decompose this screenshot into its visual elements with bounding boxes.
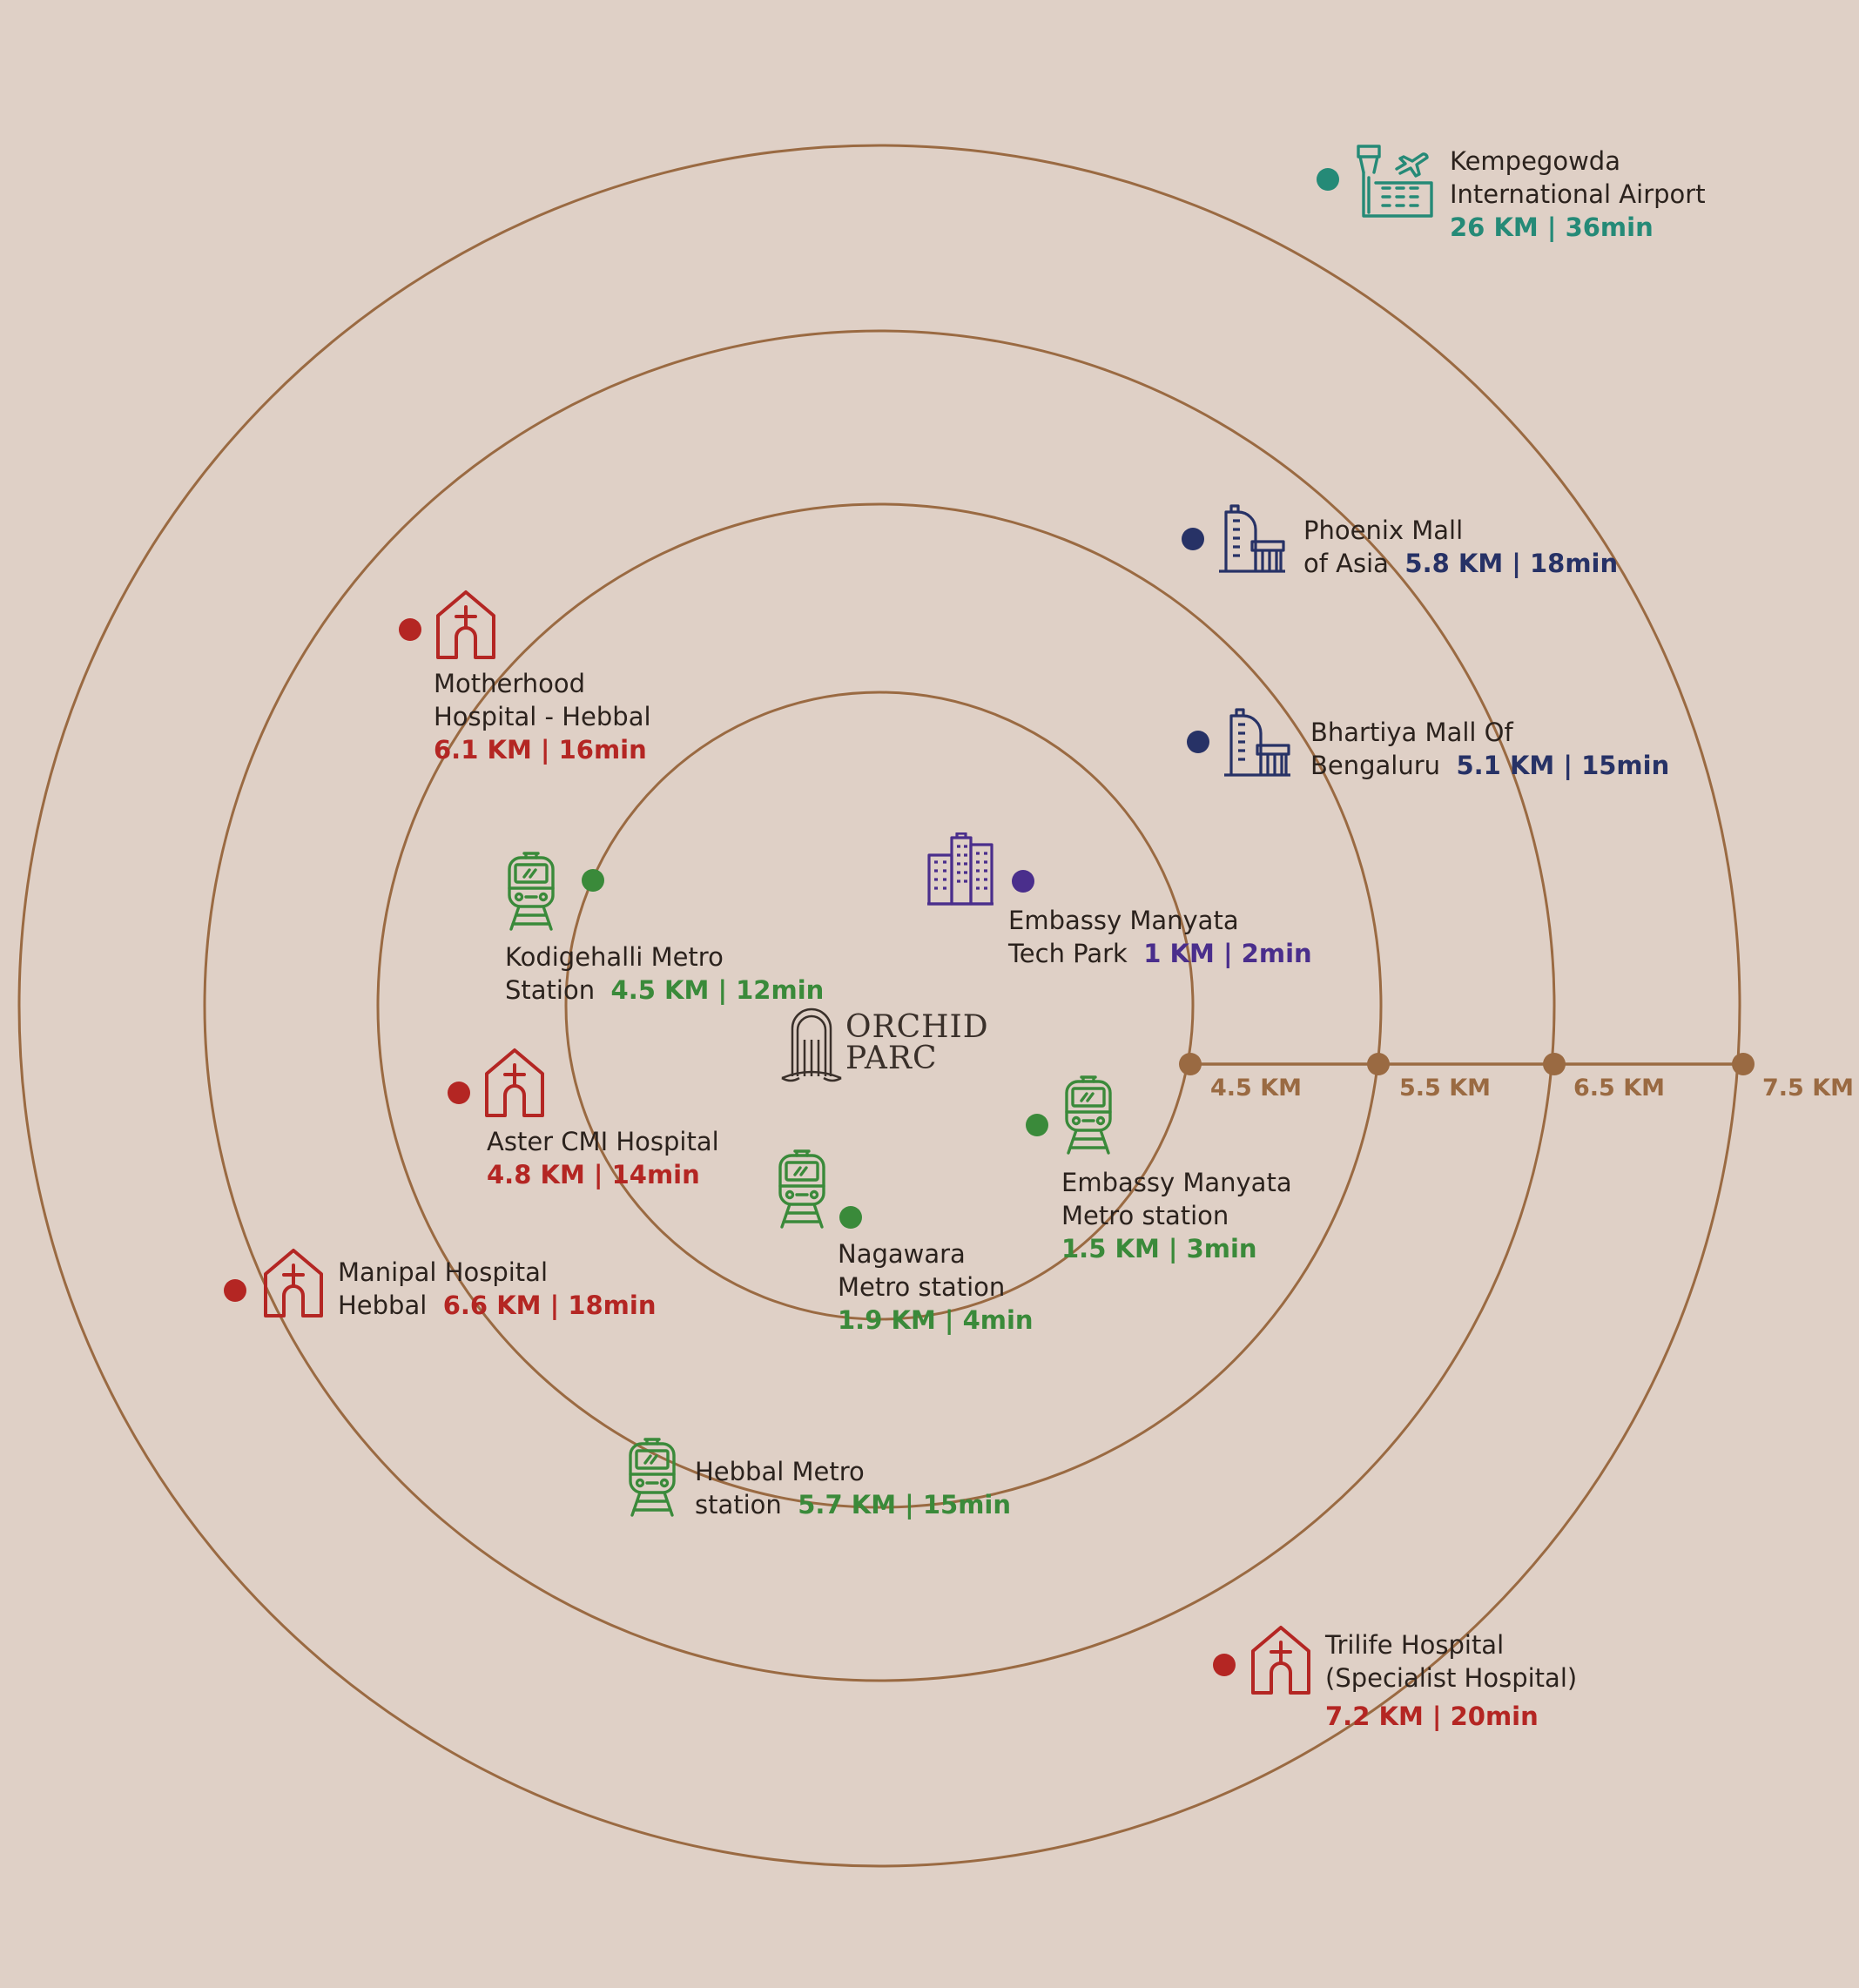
- ring-label: 4.5 KM: [1210, 1075, 1303, 1102]
- ring-6-5-km: [203, 329, 1556, 1682]
- logo-arch-icon: [781, 1007, 842, 1082]
- place-name: Metro station: [1061, 1201, 1229, 1230]
- bhartiya-label: Bhartiya Mall Of Bengaluru 5.1 KM | 15mi…: [1310, 716, 1669, 782]
- metro-train-icon: [778, 1149, 825, 1229]
- phoenix-dot: [1182, 528, 1204, 550]
- embassy-tech-label: Embassy Manyata Tech Park 1 KM | 2min: [1008, 904, 1312, 970]
- place-distance: 1.9 KM | 4min: [838, 1305, 1034, 1335]
- place-distance: 5.8 KM | 18min: [1404, 549, 1619, 578]
- scale-dot-5-5: [1367, 1053, 1390, 1075]
- place-name: Bhartiya Mall Of: [1310, 718, 1513, 747]
- place-name: Metro station: [838, 1272, 1006, 1302]
- place-name: Motherhood: [434, 669, 586, 698]
- nagawara-dot: [839, 1206, 862, 1229]
- airport-icon: [1357, 145, 1433, 218]
- manipal-label: Manipal Hospital Hebbal 6.6 KM | 18min: [338, 1256, 656, 1322]
- place-name: Kempegowda: [1450, 146, 1620, 176]
- nagawara-label: Nagawara Metro station 1.9 KM | 4min: [838, 1237, 1034, 1337]
- hospital-icon: [436, 590, 495, 659]
- place-name: Embassy Manyata: [1061, 1168, 1292, 1197]
- place-name: (Specialist Hospital): [1325, 1663, 1578, 1693]
- ring-label: 5.5 KM: [1399, 1075, 1492, 1102]
- hospital-icon: [1251, 1626, 1310, 1695]
- place-distance: 26 KM | 36min: [1450, 212, 1654, 242]
- logo-line-2: PARC: [845, 1041, 938, 1076]
- airport-label: Kempegowda International Airport 26 KM |…: [1450, 145, 1706, 244]
- mall-icon: [1222, 708, 1292, 777]
- place-distance: 6.1 KM | 16min: [434, 735, 647, 765]
- place-name: station: [695, 1490, 782, 1520]
- hospital-icon: [485, 1048, 544, 1117]
- ring-label: 7.5 KM: [1762, 1075, 1855, 1102]
- metro-train-icon: [629, 1438, 676, 1517]
- metro-train-icon: [1065, 1075, 1112, 1155]
- office-buildings-icon: [926, 832, 995, 906]
- airport-dot: [1317, 168, 1339, 191]
- kodigehalli-dot: [582, 869, 604, 892]
- scale-dot-6-5: [1543, 1053, 1566, 1075]
- place-distance: 4.5 KM | 12min: [610, 975, 825, 1005]
- ring-5-5-km: [376, 502, 1383, 1509]
- metro-train-icon: [508, 852, 555, 931]
- place-name: of Asia: [1303, 549, 1389, 578]
- trilife-label: Trilife Hospital (Specialist Hospital) 7…: [1325, 1628, 1577, 1733]
- place-distance: 1.5 KM | 3min: [1061, 1234, 1257, 1264]
- ring-7-5-km: [17, 144, 1741, 1868]
- embassy-metro-dot: [1026, 1114, 1048, 1136]
- motherhood-dot: [399, 618, 421, 641]
- place-distance: 7.2 KM | 20min: [1325, 1702, 1539, 1731]
- motherhood-label: Motherhood Hospital - Hebbal 6.1 KM | 16…: [434, 667, 651, 766]
- place-name: Kodigehalli Metro: [505, 942, 724, 972]
- place-name: Trilife Hospital: [1325, 1630, 1505, 1660]
- logo-line-1: ORCHID: [845, 1009, 989, 1045]
- place-distance: 1 KM | 2min: [1143, 939, 1312, 968]
- orchid-parc-logo: ORCHID PARC: [780, 1010, 989, 1080]
- embassy-tech-dot: [1012, 870, 1034, 893]
- ring-4-5-km: [564, 691, 1195, 1321]
- place-distance: 5.1 KM | 15min: [1456, 751, 1670, 780]
- place-name: Manipal Hospital: [338, 1257, 549, 1287]
- place-distance: 6.6 KM | 18min: [442, 1291, 657, 1320]
- place-name: Phoenix Mall: [1303, 516, 1464, 545]
- place-name: International Airport: [1450, 179, 1706, 209]
- aster-dot: [448, 1082, 470, 1104]
- aster-label: Aster CMI Hospital 4.8 KM | 14min: [487, 1125, 719, 1191]
- ring-label: 6.5 KM: [1573, 1075, 1666, 1102]
- place-name: Embassy Manyata: [1008, 906, 1239, 935]
- kodigehalli-label: Kodigehalli Metro Station 4.5 KM | 12min: [505, 940, 824, 1007]
- place-name: Tech Park: [1008, 939, 1128, 968]
- place-name: Bengaluru: [1310, 751, 1441, 780]
- place-name: Hebbal: [338, 1291, 428, 1320]
- mall-icon: [1217, 504, 1287, 573]
- scale-dot-7-5: [1732, 1053, 1755, 1075]
- place-distance: 5.7 KM | 15min: [798, 1490, 1011, 1520]
- manipal-dot: [224, 1279, 246, 1302]
- place-name: Hebbal Metro: [695, 1457, 865, 1486]
- phoenix-label: Phoenix Mall of Asia 5.8 KM | 18min: [1303, 514, 1618, 580]
- place-name: Hospital - Hebbal: [434, 702, 651, 731]
- embassy-metro-label: Embassy Manyata Metro station 1.5 KM | 3…: [1061, 1166, 1292, 1265]
- place-distance: 4.8 KM | 14min: [487, 1160, 700, 1189]
- place-name: Aster CMI Hospital: [487, 1127, 719, 1156]
- hebbal-metro-label: Hebbal Metro station 5.7 KM | 15min: [695, 1455, 1011, 1521]
- place-name: Station: [505, 975, 596, 1005]
- trilife-dot: [1213, 1654, 1236, 1676]
- scale-dot-4-5: [1179, 1053, 1202, 1075]
- place-name: Nagawara: [838, 1239, 966, 1269]
- bhartiya-dot: [1187, 731, 1209, 753]
